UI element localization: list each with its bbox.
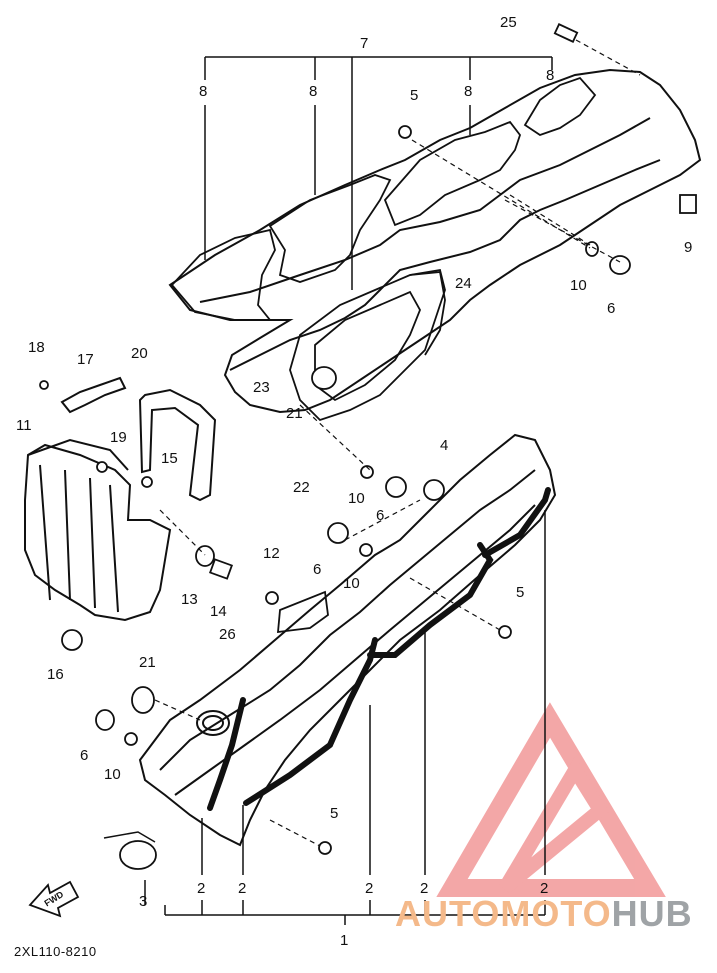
callout-21b: 21 xyxy=(139,654,156,671)
hardware xyxy=(39,23,697,870)
callout-8a: 8 xyxy=(199,83,207,100)
callout-7: 7 xyxy=(360,35,368,52)
callout-24: 24 xyxy=(455,275,472,292)
callout-4: 4 xyxy=(440,437,448,454)
callout-9: 9 xyxy=(684,239,692,256)
callout-10d: 10 xyxy=(104,766,121,783)
callout-6d: 6 xyxy=(80,747,88,764)
callout-6b: 6 xyxy=(376,507,384,524)
callout-13: 13 xyxy=(181,591,198,608)
callout-5a: 5 xyxy=(410,87,418,104)
battery-box xyxy=(24,438,172,622)
dashed-leaders xyxy=(154,39,641,847)
strap-17 xyxy=(60,376,127,414)
callout-6a: 6 xyxy=(607,300,615,317)
callout-8c: 8 xyxy=(464,83,472,100)
callout-18: 18 xyxy=(28,339,45,356)
callout-10a: 10 xyxy=(570,277,587,294)
callout-15: 15 xyxy=(161,450,178,467)
callout-5b: 5 xyxy=(516,584,524,601)
callout-5c: 5 xyxy=(330,805,338,822)
upper-side-cover xyxy=(168,68,702,414)
callout-16: 16 xyxy=(47,666,64,683)
callout-1: 1 xyxy=(340,932,348,949)
decal-26 xyxy=(277,590,329,634)
bracket-20 xyxy=(138,388,217,502)
callout-8d: 8 xyxy=(546,67,554,84)
callout-11: 11 xyxy=(16,417,32,434)
callout-14: 14 xyxy=(210,603,227,620)
leader-lines xyxy=(103,56,553,925)
callout-2b: 2 xyxy=(238,880,246,897)
callout-23: 23 xyxy=(253,379,270,396)
callout-2d: 2 xyxy=(420,880,428,897)
callout-12: 12 xyxy=(263,545,280,562)
decal-panels xyxy=(170,76,597,321)
callout-22: 22 xyxy=(293,479,310,496)
callout-8b: 8 xyxy=(309,83,317,100)
callout-2a: 2 xyxy=(197,880,205,897)
callout-3: 3 xyxy=(139,893,147,910)
diagram-code: 2XL110-8210 xyxy=(14,944,97,959)
callout-25: 25 xyxy=(500,14,517,31)
fwd-arrow-icon xyxy=(28,880,80,918)
cover-grommet-hole xyxy=(196,710,230,736)
callout-2e: 2 xyxy=(540,880,548,897)
callout-19: 19 xyxy=(110,429,127,446)
callout-10c: 10 xyxy=(343,575,360,592)
callout-21a: 21 xyxy=(286,405,303,422)
watermark-part-a: AUTOMOTO xyxy=(395,893,612,934)
callout-17: 17 xyxy=(77,351,94,368)
watermark-text: AUTOMOTOHUB xyxy=(395,893,693,935)
callout-6c: 6 xyxy=(313,561,321,578)
trim-stripes xyxy=(207,487,551,811)
callout-26: 26 xyxy=(219,626,236,643)
watermark-logo xyxy=(436,702,666,897)
callout-10b: 10 xyxy=(348,490,365,507)
callout-2c: 2 xyxy=(365,880,373,897)
watermark-part-b: HUB xyxy=(611,893,693,934)
inner-liner xyxy=(289,268,446,422)
callout-20: 20 xyxy=(131,345,148,362)
